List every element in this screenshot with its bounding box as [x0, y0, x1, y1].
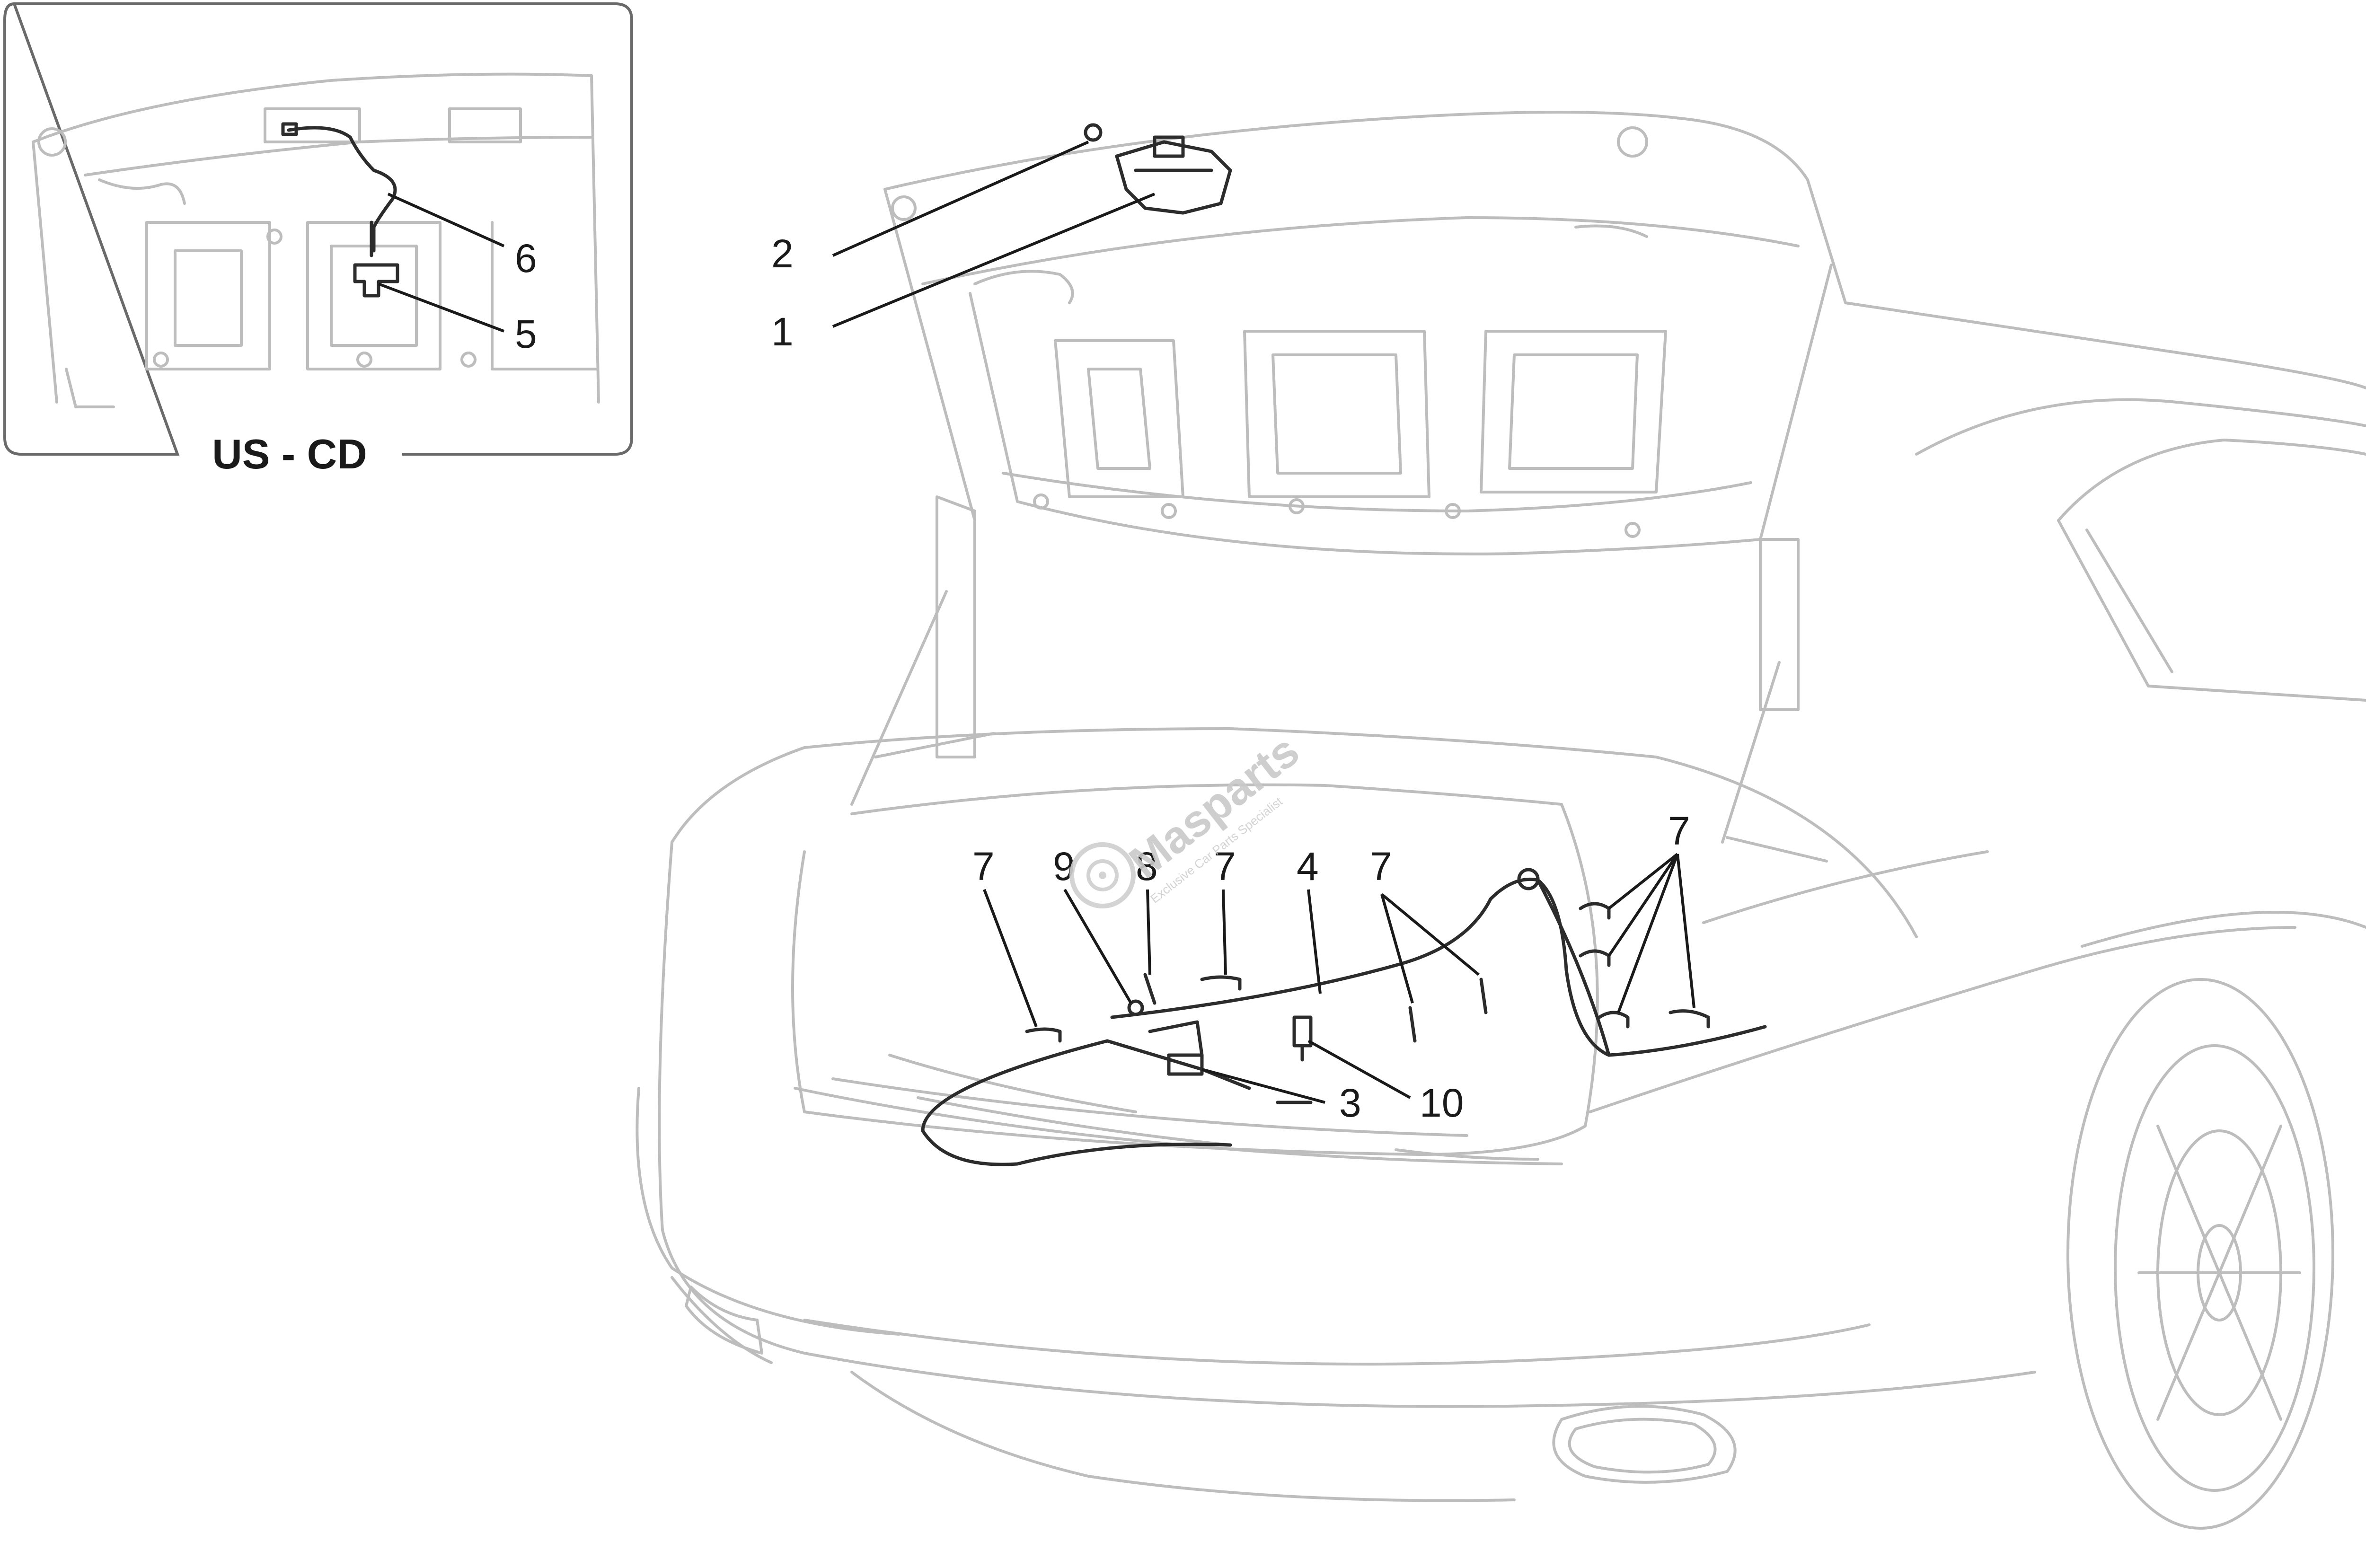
callout-8: 8	[1136, 844, 1158, 889]
leader-6	[387, 193, 505, 247]
callout-7-right: 7	[1370, 844, 1392, 889]
callout-3: 3	[1339, 1081, 1361, 1125]
car-rear-line-art	[636, 111, 2366, 1530]
leader-7a	[983, 889, 1038, 1028]
callout-7-left: 7	[972, 844, 995, 889]
watermark: Masparts Exclusive Car Parts Specialist	[1069, 725, 1308, 908]
small-fasteners	[1127, 973, 1313, 1062]
leader-7b	[1222, 889, 1227, 975]
leader-lines	[832, 141, 1695, 1104]
inset-caption: US - CD	[212, 431, 367, 477]
leader-8	[1146, 889, 1151, 975]
leader-4	[1307, 889, 1322, 994]
trunk-lid-lock-assembly	[1084, 123, 1232, 215]
leader-7c-2	[1381, 893, 1480, 976]
leader-7d-2	[1607, 853, 1679, 957]
callout-10: 10	[1420, 1081, 1464, 1125]
leader-1	[832, 193, 1156, 328]
leader-3	[1201, 1068, 1325, 1104]
inset-us-cd: 6 5 US - CD	[3, 2, 633, 477]
callout-5: 5	[515, 312, 537, 356]
callout-2: 2	[771, 231, 794, 276]
inset-release-cable	[281, 122, 399, 298]
callout-4: 4	[1297, 844, 1319, 889]
leader-7d-3	[1617, 853, 1679, 1013]
leader-7d-4	[1676, 854, 1695, 1008]
leader-2	[832, 141, 1089, 257]
inset-frame	[3, 2, 633, 456]
watermark-logo-icon	[1069, 842, 1136, 908]
callout-6: 6	[515, 236, 537, 281]
leader-9	[1063, 889, 1132, 1004]
callout-numbers: 2 1 7 9 8 7 4 7 7 3 10	[771, 231, 1690, 1125]
leader-7c-1	[1380, 894, 1414, 1004]
inset-trunk-lid-drawing	[32, 72, 600, 408]
leader-7d-1	[1608, 853, 1678, 910]
callout-1: 1	[771, 309, 794, 354]
leader-5	[378, 282, 505, 333]
callout-7-mid: 7	[1214, 844, 1236, 889]
leader-10	[1307, 1039, 1411, 1099]
cable-clips	[1025, 902, 1710, 1043]
callout-7-far-right: 7	[1668, 809, 1690, 853]
